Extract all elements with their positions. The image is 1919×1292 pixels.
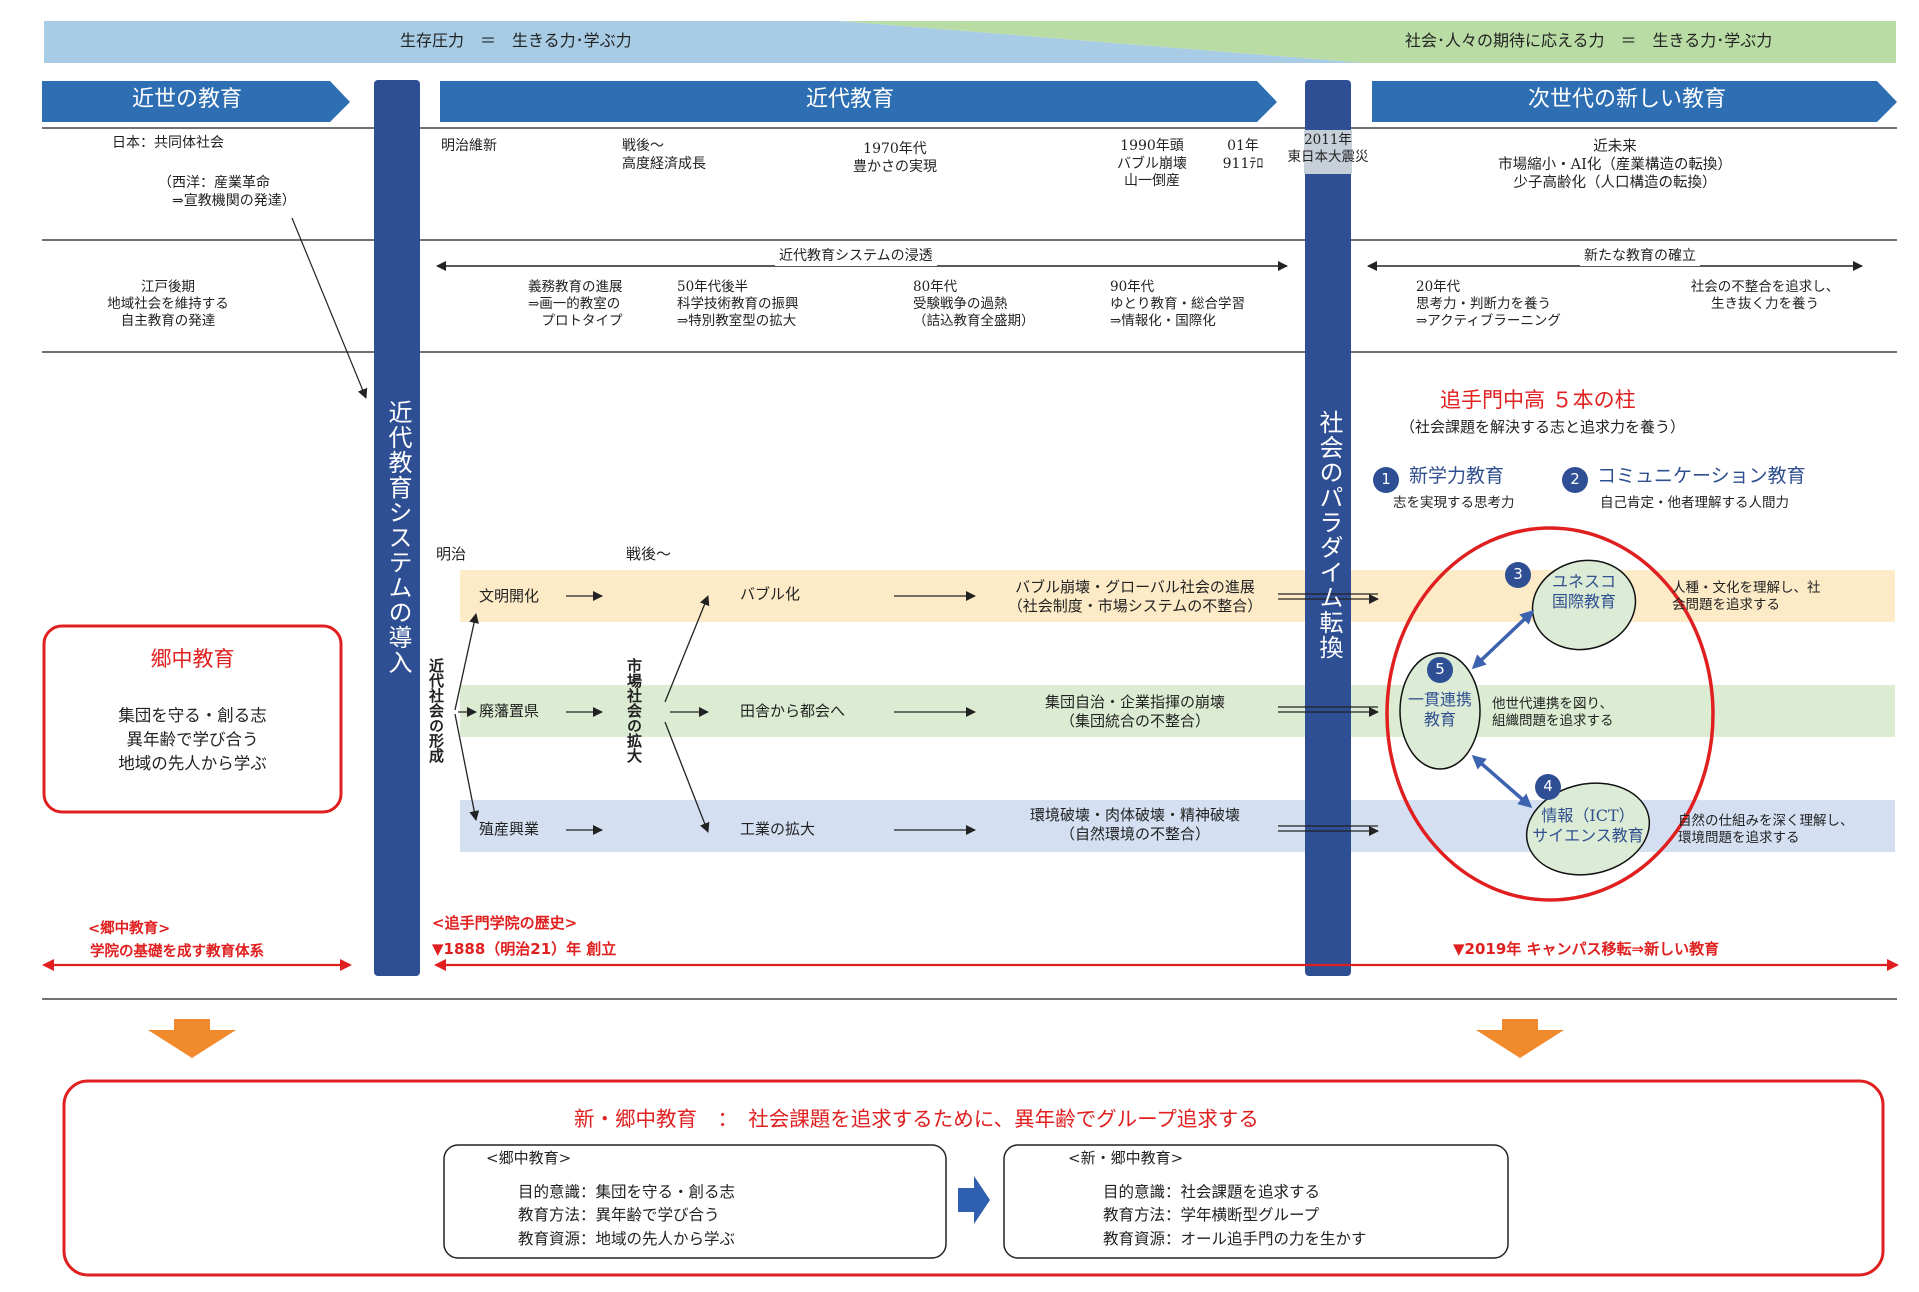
band-left-blue [44,21,1365,63]
bottom-headline: 新・郷中教育 ： 社会課題を追求するために、異年齢でグループ追求する [574,1107,1259,1131]
flow-row1-b: バブル化 [740,585,801,603]
pillar-4-ellipse [1525,782,1651,876]
old-gochu-box [443,1144,947,1259]
systems-edo-late: 江戸後期 地域社会を維持する 自主教育の発達 [107,279,229,329]
timeline-postwar: 戦後～ 高度経済成長 [622,138,706,172]
new-gochu-box [1003,1144,1509,1259]
pillar-4-badge [1535,774,1561,800]
branch-arrow [454,713,480,821]
history-campus: ▼2019年 キャンパス移転⇒新しい教育 [1453,940,1720,958]
band-right-green [840,21,1896,63]
pillar-1-badge [1373,467,1399,493]
pillar-1-sub: 志を実現する思考力 [1393,495,1515,511]
pillar-2-sub: 自己肯定・他者理解する人間力 [1600,495,1789,511]
flow-row3-c: 環境破壊・肉体破壊・精神破壊 （自然環境の不整合） [1029,806,1240,843]
systems-contradiction: 社会の不整合を追求し、 生き抜く力を養う [1690,279,1840,312]
transition-arrow [958,1176,990,1224]
timeline-meiji: 明治維新 [441,138,497,154]
flow-postwar: 戦後～ [626,545,672,563]
branch-arrow [454,613,479,711]
connector-5-to-4 [1471,755,1533,808]
flow-row2-a: 廃藩置県 [479,702,540,720]
pillar-5-label: 一貫連携 教育 [1407,690,1472,729]
pillar-side-2: 他世代連携を図り、 組織問題を追求する [1492,696,1614,729]
down-arrow-right [1476,1019,1564,1058]
pillar-5-ellipse [1399,652,1481,770]
flow-row1-a: 文明開化 [479,587,540,605]
pillar-1-label: 新学力教育 [1409,465,1505,487]
gochu-body: 集団を守る・創る志 異年齢で学び合う 地域の先人から学ぶ [118,706,267,773]
flow-modern-society: 近代社会の形成 [427,658,445,763]
systems-compulsory: 義務教育の進展 ⇒画一的教室の プロトタイプ [528,279,623,329]
pillar-side-1: 人種・文化を理解し、社 会問題を追求する [1672,580,1821,613]
pillar-3-label: ユネスコ 国際教育 [1551,572,1616,611]
down-arrow-left [148,1019,236,1058]
pillars-subtitle: （社会課題を解決する志と追求力を養う） [1400,418,1686,436]
pillar-5-badge [1427,657,1453,683]
chevron-modern [440,81,1277,122]
flow-meiji: 明治 [436,545,467,563]
systems-eighties: 80年代 受験戦争の過熱 （詰込教育全盛期） [913,279,1035,329]
systems-ninety: 90年代 ゆとり教育・総合学習 ⇒情報化・国際化 [1110,279,1245,329]
gochu-title: 郷中教育 [150,647,235,671]
old-gochu-lines: 目的意識：集団を守る・創る志 教育方法：異年齢で学び合う 教育資源：地域の先人か… [518,1183,736,1248]
flow-row3-a: 殖産興業 [479,820,540,838]
timeline-future: 近未来 市場縮小・AI化（産業構造の転換） 少子高齢化（人口構造の転換） [1498,139,1732,192]
arrow-west-to-pillar [291,217,368,399]
flow-row1-c: バブル崩壊・グローバル社会の進展 （社会制度・市場システムの不整合） [1007,578,1263,615]
systems-new-establish: 新たな教育の確立 [1580,248,1700,266]
band-right-text: 社会･人々の期待に応える力 ＝ 生きる力･学ぶ力 [1405,31,1773,50]
history-gochu-label: <郷中教育> [88,921,171,937]
band-left-text: 生存圧力 ＝ 生きる力･学ぶ力 [400,31,632,50]
era-modern-label: 近代教育 [805,87,894,112]
pillar-4-label: 情報（ICT） サイエンス教育 [1532,806,1644,845]
gochu-box [42,624,343,814]
new-gochu-title: <新・郷中教育> [1068,1149,1184,1167]
era-early-modern-label: 近世の教育 [131,87,242,112]
pillars-title: 追手門中高 ５本の柱 [1440,388,1636,412]
pillar-3-number: 3 [1513,565,1523,583]
new-gochu-lines: 目的意識：社会課題を追求する 教育方法：学年横断型グループ 教育資源：オール追手… [1103,1183,1367,1248]
timeline-western: （西洋：産業革命 ⇒宣教機関の発達） [158,175,296,209]
flow-market-society: 市場社会の拡大 [625,658,643,763]
old-gochu-title: <郷中教育> [486,1149,572,1167]
flow-row2-c: 集団自治・企業指揮の崩壊 （集団統合の不整合） [1044,693,1225,730]
pillar-side-3: 自然の仕組みを深く理解し、 環境問題を追求する [1678,813,1854,846]
branch-arrow [664,595,710,703]
systems-penetration: 近代教育システムの浸透 [775,248,937,266]
pillar-modern-system-label: 近代教育システムの導入 [384,400,412,675]
history-gochu-sub: 学院の基礎を成す教育体系 [90,944,264,960]
timeline-japan: 日本：共同体社会 [112,135,224,151]
pillar-paradigm-label: 社会のパラダイム転換 [1315,410,1343,660]
systems-fifties: 50年代後半 科学技術教育の振興 ⇒特別教室型の拡大 [677,279,799,329]
pillar-modern-system [374,80,420,976]
pillar-3-badge [1505,562,1531,588]
timeline-2011: 2011年 東日本大震災 [1287,132,1369,165]
pillar-paradigm-shift [1305,80,1351,976]
history-founded: ▼1888（明治21）年 創立 [432,940,617,958]
branch-arrow [664,721,710,833]
pillar-2-number: 2 [1570,470,1580,488]
pillar-2-badge [1562,467,1588,493]
connector-5-to-3 [1471,609,1535,670]
year-2011-highlight [1304,130,1352,174]
chevron-next-gen [1372,81,1897,122]
row-band-orange [460,570,1895,622]
flow-row3-b: 工業の拡大 [740,820,816,838]
history-otemon-label: <追手門学院の歴史> [432,914,578,932]
timeline-2001: 01年 911ﾃﾛ [1222,138,1264,172]
systems-twenties: 20年代 思考力・判断力を養う ⇒アクティブラーニング [1416,279,1561,329]
five-pillars-ellipse [1385,526,1715,902]
pillar-2-label: コミュニケーション教育 [1597,465,1806,487]
pillar-5-number: 5 [1435,660,1445,678]
chevron-early-modern [42,81,350,122]
flow-row2-b: 田舎から都会へ [740,702,846,720]
pillar-4-number: 4 [1543,777,1553,795]
timeline-nineties: 1990年頭 バブル崩壊 山一倒産 [1117,138,1187,189]
timeline-seventies: 1970年代 豊かさの実現 [853,141,937,175]
era-next-gen-label: 次世代の新しい教育 [1527,87,1726,112]
pillar-1-number: 1 [1381,470,1391,488]
